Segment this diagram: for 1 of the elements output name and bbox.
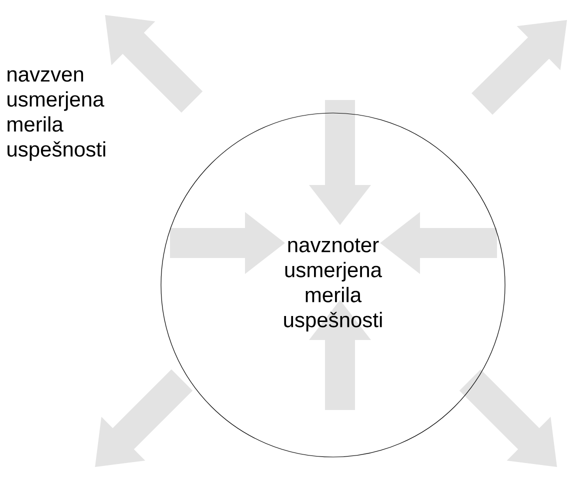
label-text: navzven usmerjena merila uspešnosti xyxy=(8,70,106,161)
